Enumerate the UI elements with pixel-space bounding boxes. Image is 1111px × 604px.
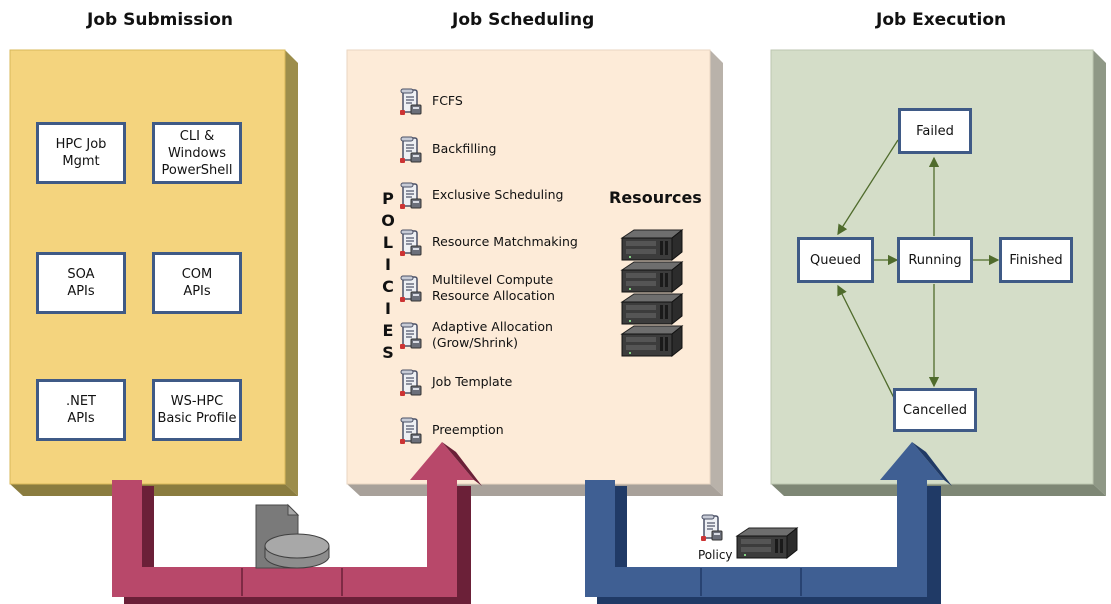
rack-server-icon — [620, 228, 684, 267]
server-icon — [735, 526, 799, 565]
com-apis-box: COM APIs — [152, 252, 242, 314]
job-scheduling-title: Job Scheduling — [452, 10, 595, 30]
policy-item: Backfilling — [400, 136, 497, 163]
policy-label: Resource Matchmaking — [432, 234, 578, 249]
state-finished: Finished — [999, 237, 1073, 283]
policy-scroll-icon — [400, 182, 422, 209]
state-transitions — [837, 139, 1000, 399]
policy-scroll-icon — [400, 229, 422, 256]
rack-server-icon — [620, 260, 684, 299]
policy-label: Multilevel Compute Resource Allocation — [432, 272, 555, 303]
policy-scroll-icon — [400, 136, 422, 163]
hpc-job-mgmt-box: HPC Job Mgmt — [36, 122, 126, 184]
policy-scroll-icon — [400, 88, 422, 115]
policies-letter: P — [382, 189, 394, 208]
submission-to-scheduling-arrow — [112, 442, 482, 604]
policies-letter: C — [382, 277, 394, 296]
policy-item: Preemption — [400, 417, 504, 444]
rack-server-icon — [620, 292, 684, 331]
policy-scroll-icon — [400, 275, 422, 302]
policy-item: Job Template — [400, 369, 513, 396]
policy-label-bottom: Policy — [698, 548, 733, 562]
policies-letter: I — [385, 299, 391, 318]
resources-title: Resources — [609, 188, 702, 207]
policy-label: Backfilling — [432, 141, 497, 156]
state-cancelled: Cancelled — [893, 388, 977, 432]
policy-label: FCFS — [432, 93, 463, 108]
job-submission-title: Job Submission — [87, 10, 233, 30]
job-document-database-icon — [255, 503, 330, 569]
job-execution-title: Job Execution — [876, 10, 1007, 30]
policy-label: Exclusive Scheduling — [432, 187, 564, 202]
soa-apis-box: SOA APIs — [36, 252, 126, 314]
policies-letter: E — [382, 321, 394, 340]
policy-label: Preemption — [432, 422, 504, 437]
policies-vertical-label: P O L I C I E S — [381, 188, 395, 364]
scheduling-to-execution-arrow — [585, 442, 952, 604]
net-apis-box: .NET APIs — [36, 379, 126, 441]
policy-scroll-icon — [701, 514, 725, 547]
rack-server-icon — [620, 324, 684, 363]
ws-hpc-basic-profile-box: WS-HPC Basic Profile — [152, 379, 242, 441]
state-failed: Failed — [898, 108, 972, 154]
policy-scroll-icon — [400, 322, 422, 349]
policy-label: Adaptive Allocation (Grow/Shrink) — [432, 319, 553, 350]
policy-item: Adaptive Allocation (Grow/Shrink) — [400, 319, 553, 351]
state-running: Running — [897, 237, 973, 283]
policy-item: Resource Matchmaking — [400, 229, 578, 256]
state-queued: Queued — [797, 237, 874, 283]
policy-item: FCFS — [400, 88, 463, 115]
cli-powershell-box: CLI & Windows PowerShell — [152, 122, 242, 184]
policies-letter: I — [385, 255, 391, 274]
policy-scroll-icon — [400, 369, 422, 396]
policies-letter: S — [382, 343, 394, 362]
policies-letter: O — [381, 211, 395, 230]
policy-scroll-icon — [400, 417, 422, 444]
policy-item: Multilevel Compute Resource Allocation — [400, 272, 555, 304]
policy-label: Job Template — [432, 374, 513, 389]
policies-letter: L — [382, 233, 394, 252]
policy-item: Exclusive Scheduling — [400, 182, 564, 209]
